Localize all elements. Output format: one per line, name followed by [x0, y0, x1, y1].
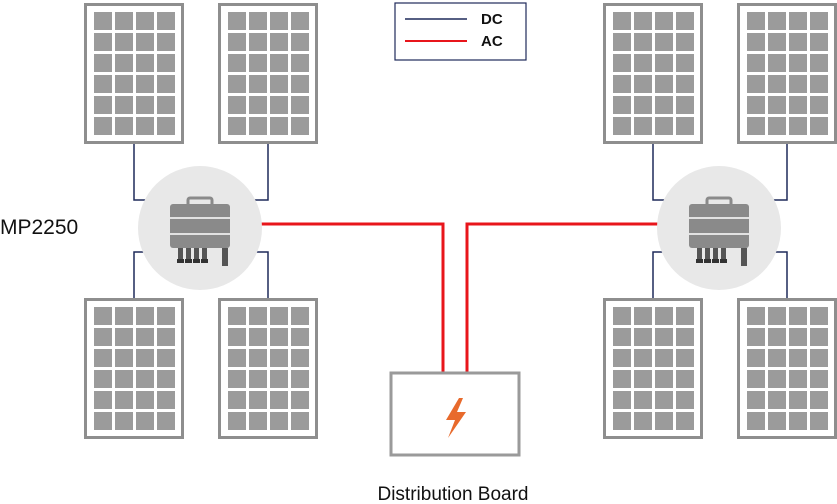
inverter-label: MP2250 [0, 216, 78, 239]
solar-panels [84, 3, 837, 439]
legend: DC AC [394, 2, 527, 61]
microinverter-icon [170, 196, 230, 266]
distribution-board [389, 371, 521, 457]
microinverter-icon [689, 196, 749, 266]
ac-wiring [258, 222, 661, 374]
solar-panel-icon [84, 298, 184, 439]
board-label: Distribution Board [377, 484, 528, 504]
solar-panel-icon [737, 3, 837, 144]
legend-ac-label: AC [481, 33, 503, 50]
legend-box [394, 2, 527, 61]
solar-panel-icon [218, 3, 318, 144]
solar-panel-icon [603, 3, 703, 144]
legend-dc-label: DC [481, 11, 503, 28]
microinverter-left [138, 166, 262, 290]
dc-wiring-left [133, 143, 269, 300]
microinverter-right [657, 166, 781, 290]
lightning-icon [446, 398, 466, 438]
solar-panel-icon [84, 3, 184, 144]
solar-panel-icon [218, 298, 318, 439]
solar-panel-icon [603, 298, 703, 439]
solar-panel-icon [737, 298, 837, 439]
